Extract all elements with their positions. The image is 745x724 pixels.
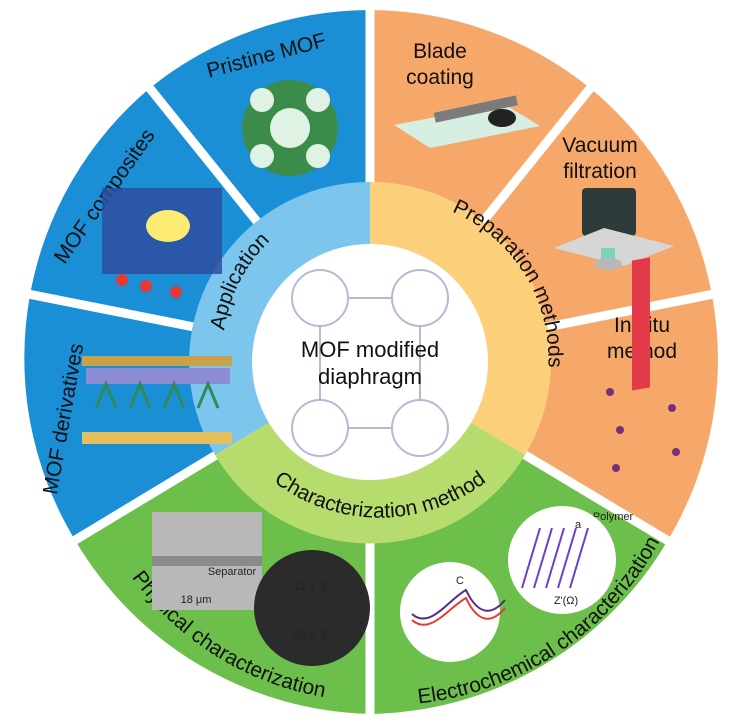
separator-label: Separator bbox=[208, 566, 257, 578]
in-situ-image: Polymer bbox=[593, 257, 680, 523]
center-title-line1: MOF modified bbox=[301, 337, 439, 362]
panel-letter-label: a bbox=[575, 519, 582, 531]
axis-label: Z'(Ω) bbox=[554, 595, 578, 607]
temp-top-label: 12.3 °C bbox=[294, 581, 331, 593]
peak-label: C bbox=[456, 575, 464, 587]
center-title-line2: diaphragm bbox=[318, 364, 422, 389]
mof-structure-icon bbox=[291, 269, 449, 457]
physical-characterization-image: 18 μm Separator 12.3 °C 20.5 °C bbox=[152, 512, 370, 666]
blade-coating-image bbox=[394, 95, 540, 148]
thickness-label: 18 μm bbox=[181, 594, 212, 606]
pristine-mof-image bbox=[242, 80, 338, 176]
label-blade-line1: Blade bbox=[413, 40, 467, 63]
label-blade-line2: coating bbox=[406, 66, 474, 89]
center-circle bbox=[252, 244, 488, 480]
electrochemical-characterization-image: C a Z'(Ω) bbox=[400, 506, 616, 662]
mof-composites-image bbox=[102, 188, 222, 298]
label-vacuum-line2: filtration bbox=[563, 160, 637, 183]
vacuum-filtration-image bbox=[554, 188, 674, 270]
label-vacuum-line1: Vacuum bbox=[562, 134, 637, 157]
temp-bottom-label: 20.5 °C bbox=[294, 629, 331, 641]
mof-derivatives-image bbox=[82, 356, 232, 444]
polymer-label: Polymer bbox=[593, 511, 634, 523]
